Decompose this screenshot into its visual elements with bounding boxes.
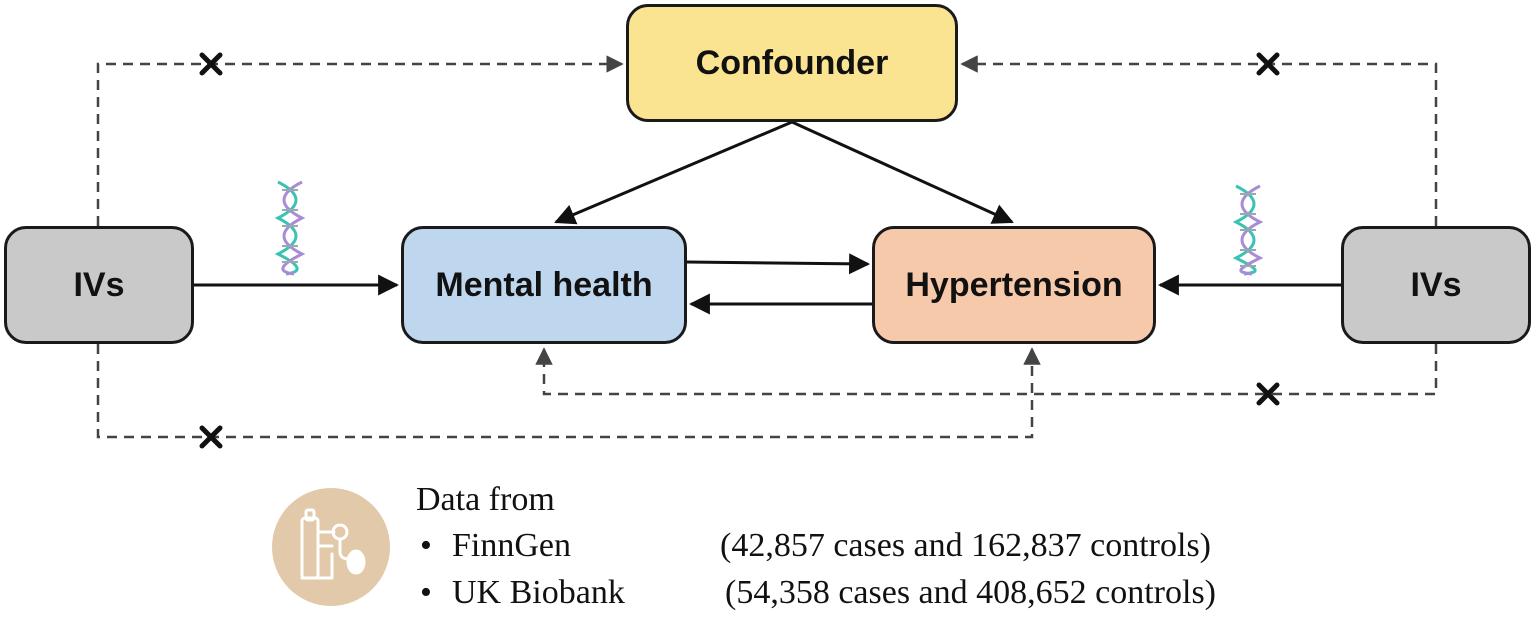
- cross-mark-icon: [199, 52, 223, 76]
- dashed-ivs-right-to-mental-health: [535, 344, 1438, 396]
- dna-icon: [1232, 184, 1264, 276]
- cross-mark-icon: [1256, 52, 1280, 76]
- bullet: •: [420, 574, 432, 611]
- hypertension-label: Hypertension: [905, 265, 1123, 304]
- blood-pressure-monitor-icon: [272, 488, 390, 606]
- source-name: FinnGen: [452, 527, 571, 564]
- arrow-mental-health-to-hypertension: [686, 253, 871, 275]
- dashed-ivs-left-to-hypertension: [96, 344, 1041, 439]
- legend-title: Data from: [416, 481, 555, 518]
- mental-health-label: Mental health: [435, 265, 653, 304]
- source-name: UK Biobank: [452, 574, 625, 611]
- dashed-ivs-right-to-confounder: [960, 55, 1438, 226]
- hypertension-node: Hypertension: [872, 226, 1156, 344]
- ivs-left-node: IVs: [4, 226, 194, 344]
- dashed-ivs-left-to-confounder: [96, 55, 624, 226]
- bullet: •: [420, 527, 432, 564]
- arrow-confounder-to-hypertension: [791, 120, 1014, 224]
- source-detail: (42,857 cases and 162,837 controls): [720, 527, 1212, 564]
- ivs-left-label: IVs: [73, 265, 125, 304]
- dna-icon: [274, 180, 306, 276]
- source-detail: (54,358 cases and 408,652 controls): [725, 574, 1217, 611]
- mental-health-node: Mental health: [401, 226, 687, 344]
- confounder-label: Confounder: [695, 43, 889, 82]
- ivs-right-node: IVs: [1341, 226, 1531, 344]
- ivs-right-label: IVs: [1410, 265, 1462, 304]
- cross-mark-icon: [199, 425, 223, 449]
- data-source-legend: Data from • FinnGen (42,857 cases and 16…: [270, 478, 1370, 618]
- confounder-node: Confounder: [626, 4, 958, 122]
- arrow-confounder-to-mental-health: [554, 120, 793, 225]
- cross-mark-icon: [1256, 382, 1280, 406]
